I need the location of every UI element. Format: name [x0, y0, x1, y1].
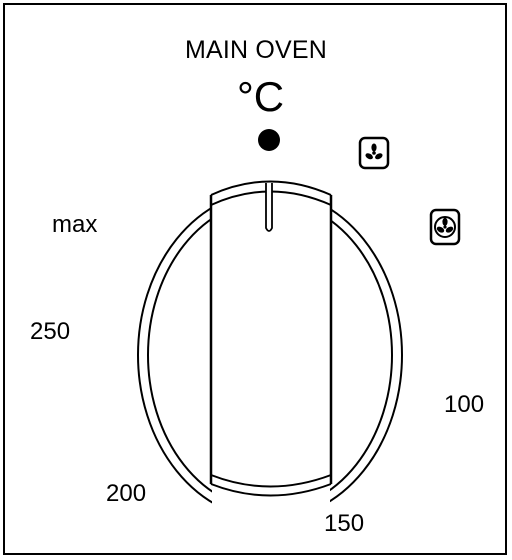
temp-label-max: max — [52, 211, 98, 238]
dot-icon — [258, 129, 280, 151]
temp-label-250: 250 — [30, 318, 71, 345]
temp-label-200: 200 — [106, 480, 147, 507]
dial-knob[interactable] — [209, 180, 333, 549]
temp-label-150: 150 — [324, 510, 365, 537]
unit-label: °C — [237, 73, 285, 120]
fan-circle-icon — [429, 208, 461, 246]
fan-icon — [358, 136, 390, 170]
dial-pointer — [265, 183, 273, 232]
panel-title: MAIN OVEN — [184, 36, 328, 64]
temp-label-100: 100 — [444, 391, 485, 418]
